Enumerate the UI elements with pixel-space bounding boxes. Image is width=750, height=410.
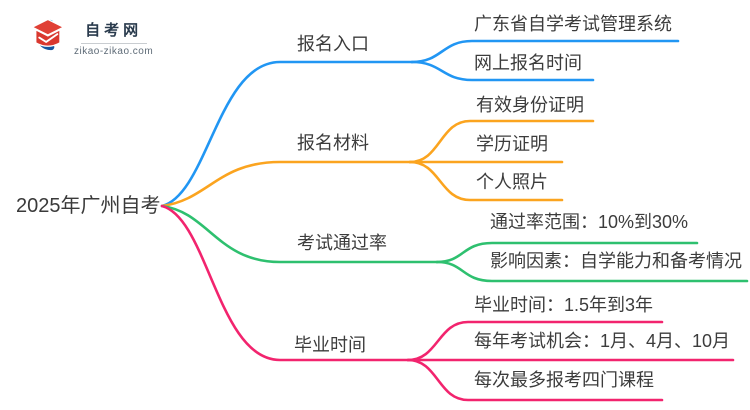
branch-lines-green (160, 204, 749, 283)
leaf-node-online-registration-time: 网上报名时间 (474, 53, 582, 73)
leaf-node-pass-rate-range: 通过率范围：10%到30% (490, 212, 689, 232)
site-name: 自考网 (85, 22, 143, 39)
leaf-node-gd-exam-system: 广东省自学考试管理系统 (474, 14, 672, 34)
branch-node-graduation-time: 毕业时间 (294, 335, 366, 355)
graduation-cap-logo-icon (30, 18, 65, 51)
logo-divider (80, 43, 147, 44)
leaf-node-annual-exam-chances: 每年考试机会：1月、4月、10月 (474, 331, 731, 351)
leaf-node-influencing-factors: 影响因素：自学能力和备考情况 (490, 251, 742, 271)
branch-node-registration-entry: 报名入口 (297, 34, 369, 54)
site-logo: 自考网 zikao-zikao.com (28, 13, 153, 57)
branch-lines-blue (160, 39, 680, 208)
leaf-node-max-courses: 每次最多报考四门课程 (474, 370, 654, 390)
leaf-node-graduation-duration: 毕业时间：1.5年到3年 (474, 295, 654, 315)
branch-lines-orange (160, 119, 595, 208)
logo-text-block: 自考网 zikao-zikao.com (74, 19, 153, 57)
branch-lines-pink (160, 204, 735, 402)
branch-node-registration-materials: 报名材料 (297, 133, 369, 153)
branch-node-pass-rate: 考试通过率 (297, 233, 387, 253)
leaf-node-personal-photo: 个人照片 (476, 172, 548, 192)
central-topic-node: 2025年广州自考 (16, 195, 161, 217)
leaf-node-education-certificate: 学历证明 (476, 134, 548, 154)
leaf-node-valid-id: 有效身份证明 (476, 95, 584, 115)
site-url: zikao-zikao.com (74, 46, 154, 57)
